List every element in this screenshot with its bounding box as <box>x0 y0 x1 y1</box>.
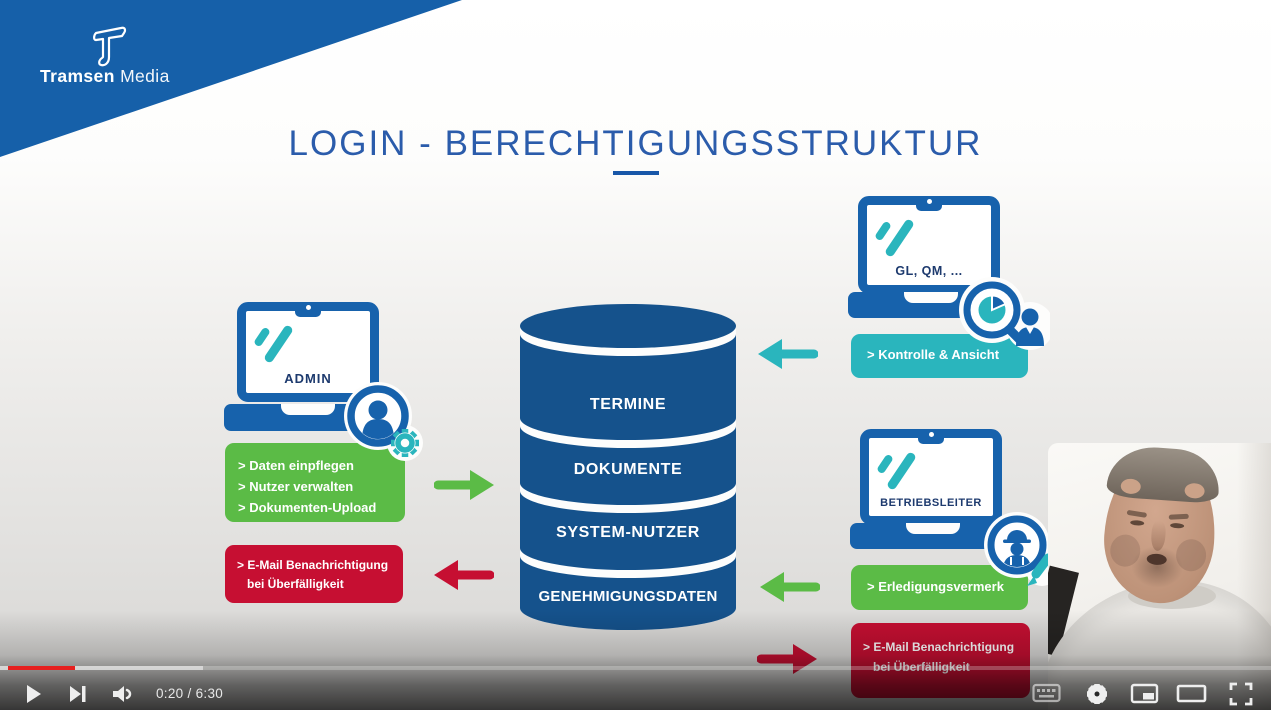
laptop-base-notch <box>281 404 335 415</box>
laptop-notch <box>916 205 942 211</box>
admin-laptop-icon: ADMIN <box>237 302 379 402</box>
brand-name-light: Media <box>120 66 170 86</box>
management-label: GL, QM, ... <box>895 264 963 278</box>
miniplayer-button[interactable] <box>1130 683 1160 705</box>
admin-permissions-box: > Daten einpflegen > Nutzer verwalten > … <box>225 443 405 522</box>
laptop-camera-dot <box>926 198 932 204</box>
arrow-mgmt-to-db <box>758 339 818 369</box>
worker-pencil-icon <box>984 512 1058 586</box>
analytics-user-icon <box>959 277 1050 350</box>
admin-label: ADMIN <box>284 371 332 386</box>
progress-bar[interactable] <box>0 666 1271 670</box>
time-display: 0:20 / 6:30 <box>156 686 224 701</box>
brand-name-bold: Tramsen <box>40 66 115 86</box>
db-layer-system-nutzer: SYSTEM-NUTZER <box>556 524 700 541</box>
laptop-base-notch <box>904 292 958 303</box>
theater-mode-button[interactable] <box>1176 684 1208 704</box>
laptop-notch <box>295 311 321 317</box>
play-button[interactable] <box>20 681 46 707</box>
operations-permission: > Erledigungsvermerk <box>867 579 1004 594</box>
screen-logo-slash-icon <box>876 453 894 475</box>
tramsen-logo-icon <box>93 26 127 67</box>
laptop-notch <box>918 438 944 444</box>
volume-button[interactable] <box>108 681 140 707</box>
progress-buffered <box>0 666 203 670</box>
arrow-ops-to-db <box>760 572 820 602</box>
banner <box>0 0 462 157</box>
admin-user-gear-icon <box>344 382 423 461</box>
management-laptop-icon: GL, QM, ... <box>858 196 1000 294</box>
operations-label: BETRIEBSLEITER <box>880 497 982 509</box>
db-layer-genehmigungsdaten: GENEHMIGUNGSDATEN <box>538 588 718 605</box>
arrow-admin-to-db <box>434 470 494 500</box>
operations-laptop-icon: BETRIEBSLEITER <box>860 429 1002 525</box>
screen-logo-slash-icon <box>253 326 271 348</box>
screen-logo-slash-icon <box>874 220 892 242</box>
management-permission: > Kontrolle & Ansicht <box>867 347 1000 362</box>
keyboard-icon[interactable] <box>1032 682 1062 704</box>
laptop-camera-dot <box>928 431 934 437</box>
brand-name: Tramsen Media <box>40 66 220 87</box>
admin-permission: > Dokumenten-Upload <box>238 500 377 515</box>
database-cylinder <box>520 304 736 630</box>
progress-played <box>8 666 75 670</box>
operations-permission-box: > Erledigungsvermerk <box>851 565 1028 610</box>
title-underline <box>613 171 659 175</box>
presenter-face <box>1099 444 1222 607</box>
eyebrow <box>1168 513 1189 520</box>
admin-alert-line: > E-Mail Benachrichtigung <box>237 558 389 572</box>
admin-permission: > Daten einpflegen <box>238 458 354 473</box>
arrow-db-to-admin <box>434 560 494 590</box>
admin-permission: > Nutzer verwalten <box>238 479 354 494</box>
laptop-base-notch <box>906 523 960 534</box>
laptop-camera-dot <box>305 304 311 310</box>
db-layer-termine: TERMINE <box>589 396 667 413</box>
hair <box>1106 444 1222 504</box>
admin-alert-line: bei Überfälligkeit <box>247 577 344 591</box>
db-layer-dokumente: DOKUMENTE <box>573 461 683 478</box>
slide-title: LOGIN - BERECHTIGUNGSSTRUKTUR <box>288 124 983 163</box>
next-button[interactable] <box>64 681 90 707</box>
admin-alert-box: > E-Mail Benachrichtigung bei Überfällig… <box>225 545 403 603</box>
fullscreen-button[interactable] <box>1228 681 1254 707</box>
settings-button[interactable] <box>1085 682 1109 706</box>
